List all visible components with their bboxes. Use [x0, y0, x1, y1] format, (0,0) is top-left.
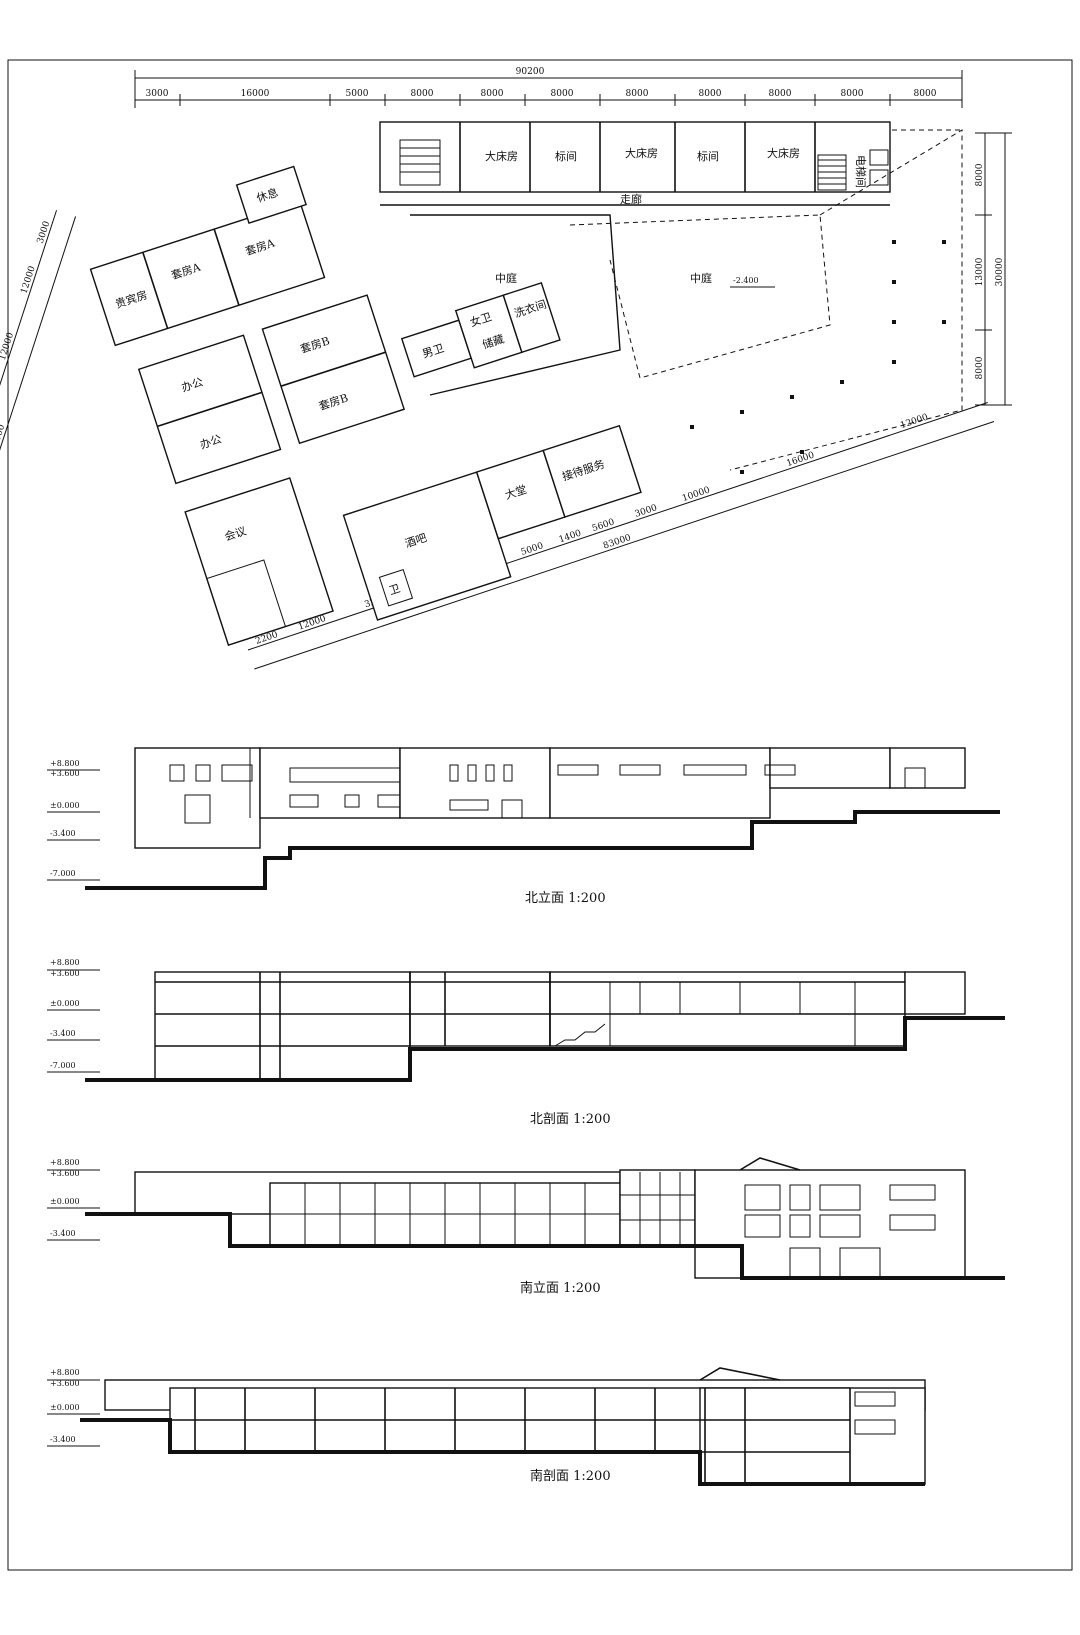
room-corridor: 走廊: [620, 192, 642, 206]
ns-level-1: +8.800: [50, 958, 80, 967]
room-big-bed-2: 大床房: [625, 146, 658, 160]
room-courtyard-2: 中庭: [690, 271, 712, 285]
ss-level-1: +8.800: [50, 1368, 80, 1377]
room-standard: 标间: [697, 149, 719, 163]
dim-top-9: 8000: [769, 89, 792, 99]
ns-level-4: -3.400: [50, 1029, 76, 1038]
dim-bottom-8: 5600: [591, 517, 616, 534]
room-office-1: 办公: [180, 375, 205, 394]
dim-right-total: 30000: [995, 257, 1005, 286]
dim-top-7: 8000: [626, 89, 649, 99]
se-level-1: +8.800: [50, 1158, 80, 1167]
dim-bottom-9: 3000: [634, 503, 659, 520]
room-male-wc: 男卫: [421, 342, 446, 361]
room-bar: 酒吧: [403, 531, 428, 550]
dim-top-11: 8000: [914, 89, 937, 99]
ne-level-5: -7.000: [50, 869, 76, 878]
dim-top-5: 8000: [481, 89, 504, 99]
north-elevation-title: 北立面 1:200: [525, 891, 606, 906]
room-elevator: 电梯间: [854, 155, 867, 188]
north-section-title: 北剖面 1:200: [530, 1112, 611, 1127]
room-meeting: 会议: [223, 524, 248, 543]
dim-chain-right: 8000 13000 8000 30000: [975, 132, 1012, 406]
se-level-4: -3.400: [50, 1229, 76, 1238]
ss-level-2: +3.600: [50, 1379, 80, 1388]
room-pantry: 休息: [255, 185, 280, 205]
room-courtyard-1: 中庭: [495, 271, 517, 285]
sheet-border: [7, 59, 1073, 1571]
service-block: 酒吧 卫 大堂 接待服务 男卫 女卫 储藏 洗衣间: [342, 281, 642, 621]
ne-level-3: ±0.000: [50, 801, 80, 810]
room-lobby: 大堂: [503, 482, 528, 502]
dim-top-1: 3000: [146, 89, 169, 99]
room-big-bed-1: 大床房: [485, 149, 518, 163]
dim-right-1: 8000: [975, 163, 985, 186]
dim-top-4: 8000: [411, 89, 434, 99]
dim-left-3: 12000: [0, 331, 16, 362]
dim-bottom-6: 5000: [520, 541, 545, 558]
dim-bottom-total: 83000: [602, 533, 633, 552]
ns-level-3: ±0.000: [50, 999, 80, 1008]
floor-plan: 90200 3000 16000 5000 8000 8000 8000 800…: [0, 67, 1012, 670]
ne-level-2: +3.600: [50, 769, 80, 778]
dim-top-3: 5000: [346, 89, 369, 99]
south-section-title: 南剖面 1:200: [530, 1468, 611, 1484]
room-suite: 标间: [555, 149, 577, 163]
ne-level-1: +8.800: [50, 759, 80, 768]
dim-chain-left: 3000 12000 12000 15000 6000 10000 3600 4…: [0, 210, 77, 650]
dim-right-3: 8000: [975, 356, 985, 379]
west-wing: 贵宾房 套房A 套房A 休息 办公 办公 套房B 套房B 会议: [89, 165, 406, 646]
se-level-3: ±0.000: [50, 1197, 80, 1206]
dim-chain-top: 90200 3000 16000 5000 8000 8000 8000 800…: [134, 67, 963, 108]
ns-level-2: +3.600: [50, 969, 80, 978]
room-wc: 卫: [387, 582, 401, 598]
dim-top-10: 8000: [841, 89, 864, 99]
courtyard-level: -2.400: [733, 276, 759, 285]
room-office-2: 办公: [198, 433, 223, 452]
dim-bottom-10: 10000: [681, 485, 712, 504]
dim-right-2: 13000: [975, 257, 985, 286]
dim-bottom-7: 1400: [558, 528, 583, 545]
room-storage: 储藏: [481, 332, 506, 352]
dim-left-2: 12000: [19, 265, 37, 296]
dim-bottom-12: 12000: [899, 412, 930, 431]
dim-left-1: 3000: [36, 220, 53, 245]
ns-level-5: -7.000: [50, 1061, 76, 1070]
ss-level-3: ±0.000: [50, 1403, 80, 1412]
south-section: +8.800 +3.600 ±0.000 -3.400 南剖面 1:200: [47, 1367, 926, 1486]
room-big-bed-3: 大床房: [767, 146, 800, 160]
south-elevation: +8.800 +3.600 ±0.000 -3.400 南立面 1:200: [47, 1157, 1005, 1296]
south-elevation-title: 南立面 1:200: [520, 1280, 601, 1296]
ss-level-4: -3.400: [50, 1435, 76, 1444]
dim-top-6: 8000: [551, 89, 574, 99]
north-section: +8.800 +3.600 ±0.000 -3.400 -7.000 北剖面 1…: [47, 958, 1005, 1127]
room-female-wc: 女卫: [468, 309, 493, 329]
se-level-2: +3.600: [50, 1169, 80, 1178]
guest-room-wing: 大床房 标间 大床房 标间 大床房 电梯间 走廊: [379, 121, 891, 206]
dim-top-8: 8000: [699, 89, 722, 99]
dim-top-total: 90200: [516, 67, 545, 77]
dim-top-2: 16000: [241, 89, 270, 99]
north-elevation: +8.800 +3.600 ±0.000 -3.400 -7.000 北立面 1…: [47, 747, 1000, 906]
ne-level-4: -3.400: [50, 829, 76, 838]
